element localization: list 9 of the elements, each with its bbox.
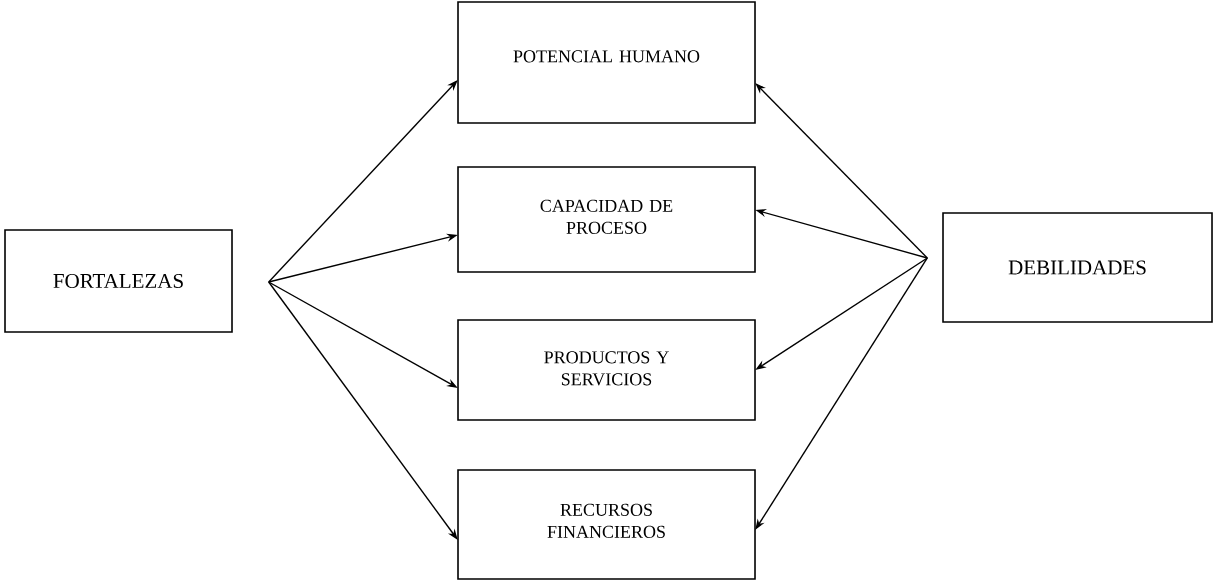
arrow [268, 80, 458, 283]
text-box: DEBILIDADES [942, 212, 1213, 323]
text-box: FORTALEZAS [4, 229, 233, 333]
text-box: POTENCIAL HUMANO [457, 1, 756, 124]
text-box: CAPACIDAD DE PROCESO [457, 166, 756, 273]
text-box: RECURSOS FINANCIEROS [457, 469, 756, 580]
arrow [268, 281, 458, 540]
arrow [755, 83, 928, 259]
text-box: PRODUCTOS Y SERVICIOS [457, 319, 756, 421]
